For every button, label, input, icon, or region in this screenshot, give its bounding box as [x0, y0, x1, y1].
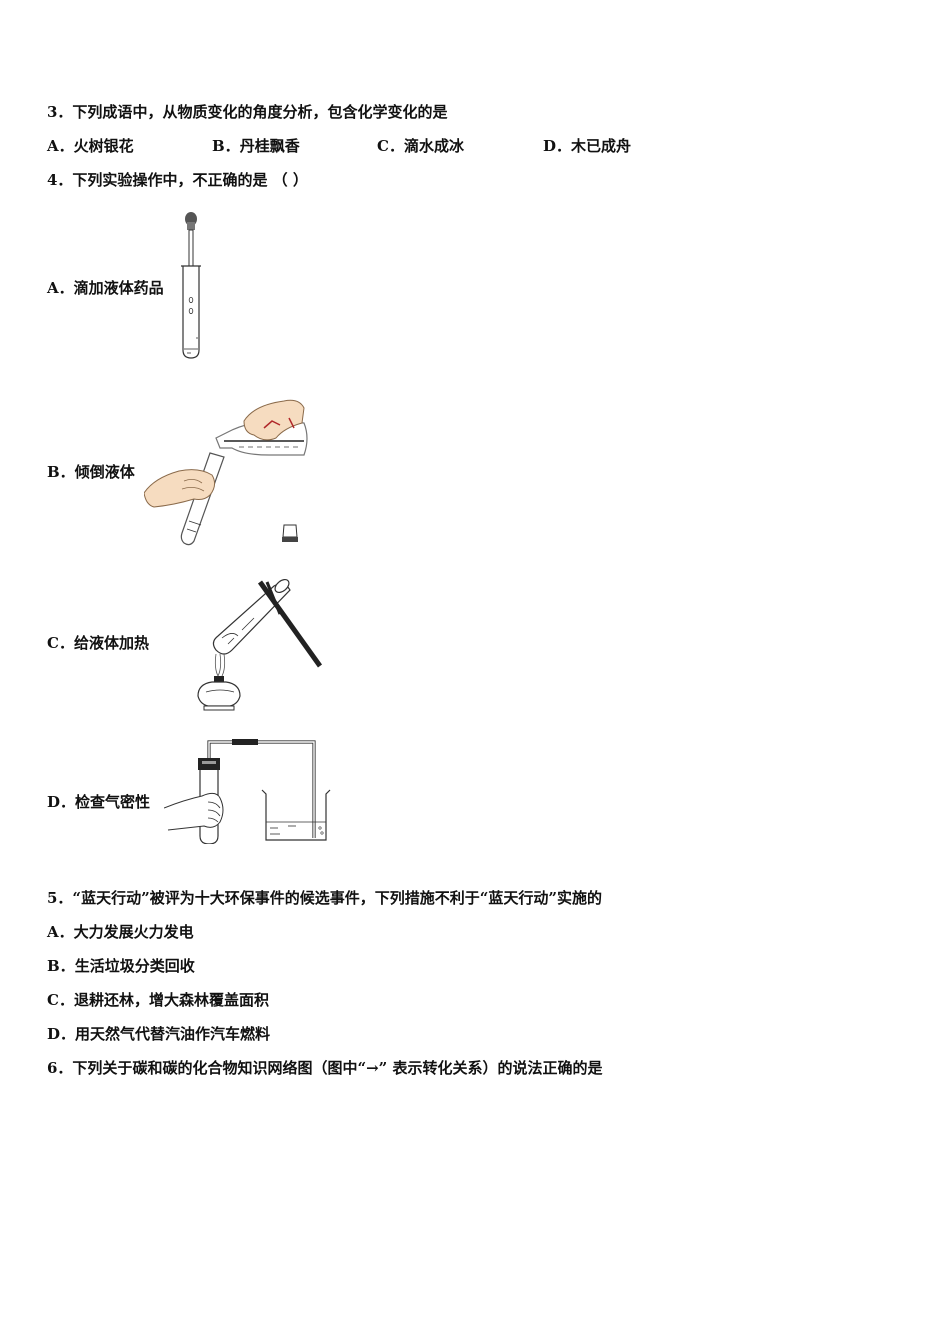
- question-4-option-b: B．倾倒液体: [47, 462, 135, 482]
- option-letter: D．: [543, 137, 572, 155]
- question-5-stem: 5．“蓝天行动”被评为十大环保事件的候选事件，下列措施不利于“蓝天行动”实施的: [47, 889, 602, 907]
- question-3-stem: 3．下列成语中，从物质变化的角度分析，包含化学变化的是: [47, 103, 448, 121]
- question-3-option-d: D．木已成舟: [543, 136, 631, 156]
- option-text: 退耕还林，增大森林覆盖面积: [73, 991, 269, 1009]
- option-text: 滴水成冰: [403, 137, 464, 155]
- airtightness-check-figure: [164, 738, 332, 844]
- question-5-option-d: D．用天然气代替汽油作汽车燃料: [47, 1024, 270, 1044]
- option-letter: B．: [47, 957, 75, 975]
- option-letter: C．: [47, 634, 74, 652]
- option-text: 大力发展火力发电: [73, 923, 194, 941]
- question-4-option-d: D．检查气密性: [47, 792, 150, 812]
- dropper-test-tube-figure: [176, 210, 216, 362]
- option-text: 倾倒液体: [74, 463, 135, 481]
- question-4-option-a: A．滴加液体药品: [47, 278, 164, 298]
- option-letter: A．: [47, 279, 74, 297]
- option-letter: A．: [47, 137, 74, 155]
- question-3-option-a: A．火树银花: [47, 136, 134, 156]
- option-text: 给液体加热: [73, 634, 149, 652]
- option-letter: B．: [47, 463, 75, 481]
- option-text: 用天然气代替汽油作汽车燃料: [75, 1025, 271, 1043]
- pouring-liquid-figure: [144, 393, 312, 553]
- option-letter: D．: [47, 1025, 76, 1043]
- option-text: 生活垃圾分类回收: [74, 957, 195, 975]
- question-4-option-c: C．给液体加热: [47, 633, 149, 653]
- option-text: 检查气密性: [75, 793, 151, 811]
- question-5-option-c: C．退耕还林，增大森林覆盖面积: [47, 990, 269, 1010]
- question-3-option-b: B．丹桂飘香: [212, 136, 300, 156]
- option-text: 火树银花: [73, 137, 134, 155]
- question-3-option-c: C．滴水成冰: [377, 136, 464, 156]
- question-5-option-a: A．大力发展火力发电: [47, 922, 194, 942]
- question-5-option-b: B．生活垃圾分类回收: [47, 956, 195, 976]
- option-letter: A．: [47, 923, 74, 941]
- option-letter: C．: [47, 991, 74, 1009]
- option-letter: D．: [47, 793, 76, 811]
- question-4-stem: 4．下列实验操作中，不正确的是 （ ）: [47, 171, 308, 189]
- heating-liquid-figure: [192, 578, 324, 716]
- option-letter: C．: [377, 137, 404, 155]
- option-text: 滴加液体药品: [73, 279, 164, 297]
- option-text: 丹桂飘香: [239, 137, 300, 155]
- question-6-stem: 6．下列关于碳和碳的化合物知识网络图（图中“→” 表示转化关系）的说法正确的是: [47, 1059, 603, 1077]
- option-text: 木已成舟: [571, 137, 632, 155]
- option-letter: B．: [212, 137, 240, 155]
